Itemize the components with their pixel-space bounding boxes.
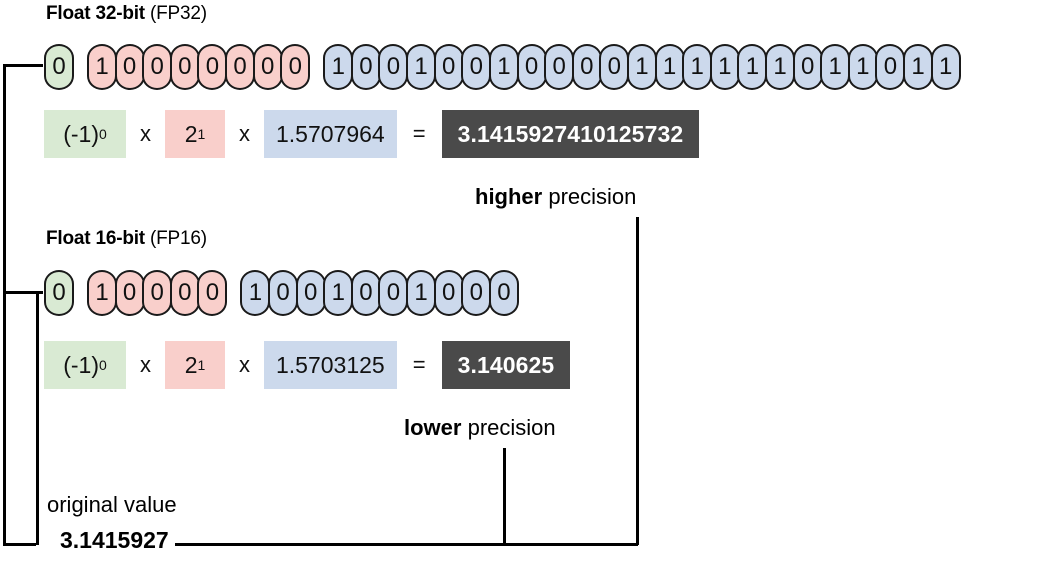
fp16-sign-base: (-1) (63, 351, 99, 378)
fp16-title-rest: (FP16) (144, 228, 207, 249)
fp32-title-bold: Float 32-bit (46, 3, 145, 24)
fp16-sign-term: (-1)0 (44, 341, 126, 389)
connector-stub-fp32-sign (3, 64, 43, 67)
fp32-mantissa-bit: 0 (599, 44, 630, 90)
fp16-exponent-bit: 0 (169, 270, 200, 316)
fp16-mantissa-bit: 0 (433, 270, 464, 316)
fp32-mantissa-bit: 0 (378, 44, 409, 90)
fp32-mantissa-bit: 1 (682, 44, 713, 90)
original-value-number: 3.1415927 (60, 527, 169, 553)
fp32-exponent-bit: 0 (169, 44, 200, 90)
fp16-section-title: Float 16-bit (FP16) (46, 228, 207, 250)
fp16-mantissa-term: 1.5703125 (264, 341, 397, 389)
fp32-mantissa-bit: 1 (765, 44, 796, 90)
fp32-mantissa-bit: 1 (709, 44, 740, 90)
fp32-mantissa-bit: 0 (571, 44, 602, 90)
fp32-mantissa-bit: 0 (544, 44, 575, 90)
fp32-sign-bit: 0 (44, 44, 74, 90)
connector-left-spine (3, 64, 6, 545)
fp16-exponent-bit: 1 (87, 270, 117, 316)
fp16-mantissa-bit: 1 (240, 270, 271, 316)
fp16-multiply-1: x (140, 352, 151, 377)
fp16-title-bold: Float 16-bit (46, 228, 145, 249)
fp16-multiply-2: x (239, 352, 250, 377)
original-value-label: original value (47, 492, 177, 517)
fp16-mantissa-bit: 0 (461, 270, 492, 316)
fp16-mantissa-bit: 0 (268, 270, 299, 316)
fp32-mantissa-bit: 1 (323, 44, 354, 90)
fp32-mantissa-bit: 1 (820, 44, 851, 90)
fp32-mantissa-bit: 1 (654, 44, 685, 90)
fp16-mantissa-bit: 0 (488, 270, 519, 316)
fp32-exponent-bit: 0 (280, 44, 311, 90)
fp16-precision-bold: lower (404, 415, 462, 440)
fp32-equals-sign: = (412, 121, 426, 146)
fp32-exponent-bit: 0 (114, 44, 145, 90)
fp32-sign-base: (-1) (63, 120, 99, 147)
fp16-mantissa-bit: 0 (350, 270, 381, 316)
fp16-sign-bits: 0 (44, 270, 74, 316)
fp32-precision-bold: higher (475, 184, 543, 209)
fp16-sign-bit: 0 (44, 270, 74, 316)
fp32-sign-term: (-1)0 (44, 110, 126, 158)
connector-stub-original-value (3, 543, 36, 546)
fp32-exp-base: 2 (184, 120, 198, 147)
fp16-exponent-bit: 0 (142, 270, 173, 316)
fp32-title-rest: (FP32) (144, 3, 207, 24)
connector-bottom-rail (175, 543, 638, 546)
fp32-multiply-1: x (140, 121, 151, 146)
fp32-mantissa-bit: 1 (847, 44, 878, 90)
fp16-exponent-bit: 0 (197, 270, 228, 316)
fp32-mantissa-bit: 0 (461, 44, 492, 90)
fp16-mantissa-bit: 0 (295, 270, 326, 316)
fp32-mantissa-bit: 0 (875, 44, 906, 90)
fp32-mantissa-bit: 0 (792, 44, 823, 90)
fp32-mantissa-bit: 1 (626, 44, 657, 90)
fp32-mantissa-bit: 1 (930, 44, 961, 90)
fp16-mantissa-bit: 1 (406, 270, 437, 316)
fp32-exponent-bit: 1 (87, 44, 117, 90)
connector-higher-precision-riser (636, 217, 639, 545)
fp32-exponent-bit: 0 (225, 44, 256, 90)
fp32-section-title: Float 32-bit (FP32) (46, 3, 207, 25)
connector-stub-fp16-sign (3, 291, 43, 294)
fp32-precision-caption: higher precision (475, 184, 636, 210)
fp16-precision-rest: precision (461, 415, 556, 440)
fp32-multiply-2: x (239, 121, 250, 146)
fp32-mantissa-bit: 0 (350, 44, 381, 90)
fp32-mantissa-term: 1.5707964 (264, 110, 397, 158)
fp32-mantissa-bit: 1 (903, 44, 934, 90)
fp32-exponent-bit: 0 (142, 44, 173, 90)
fp32-sign-bits: 0 (44, 44, 74, 90)
fp32-exponent-bit: 0 (197, 44, 228, 90)
fp16-equals-sign: = (412, 352, 426, 377)
fp32-precision-rest: precision (542, 184, 637, 209)
fp32-mantissa-bit: 1 (406, 44, 437, 90)
fp32-mantissa-bit: 1 (737, 44, 768, 90)
fp16-result-value: 3.140625 (441, 341, 571, 389)
connector-fp16-drop (36, 291, 39, 545)
fp32-mantissa-bit: 0 (516, 44, 547, 90)
fp16-exponent-bit: 0 (114, 270, 145, 316)
fp16-mantissa-bit: 0 (378, 270, 409, 316)
connector-lower-precision-riser (503, 448, 506, 545)
fp32-mantissa-bit: 1 (488, 44, 519, 90)
fp32-exponent-bit: 0 (252, 44, 283, 90)
fp32-result-value: 3.1415927410125732 (441, 110, 700, 158)
fp16-mantissa-bit: 1 (323, 270, 354, 316)
fp32-mantissa-bit: 0 (433, 44, 464, 90)
fp16-exp-base: 2 (184, 351, 198, 378)
fp16-precision-caption: lower precision (404, 415, 556, 441)
